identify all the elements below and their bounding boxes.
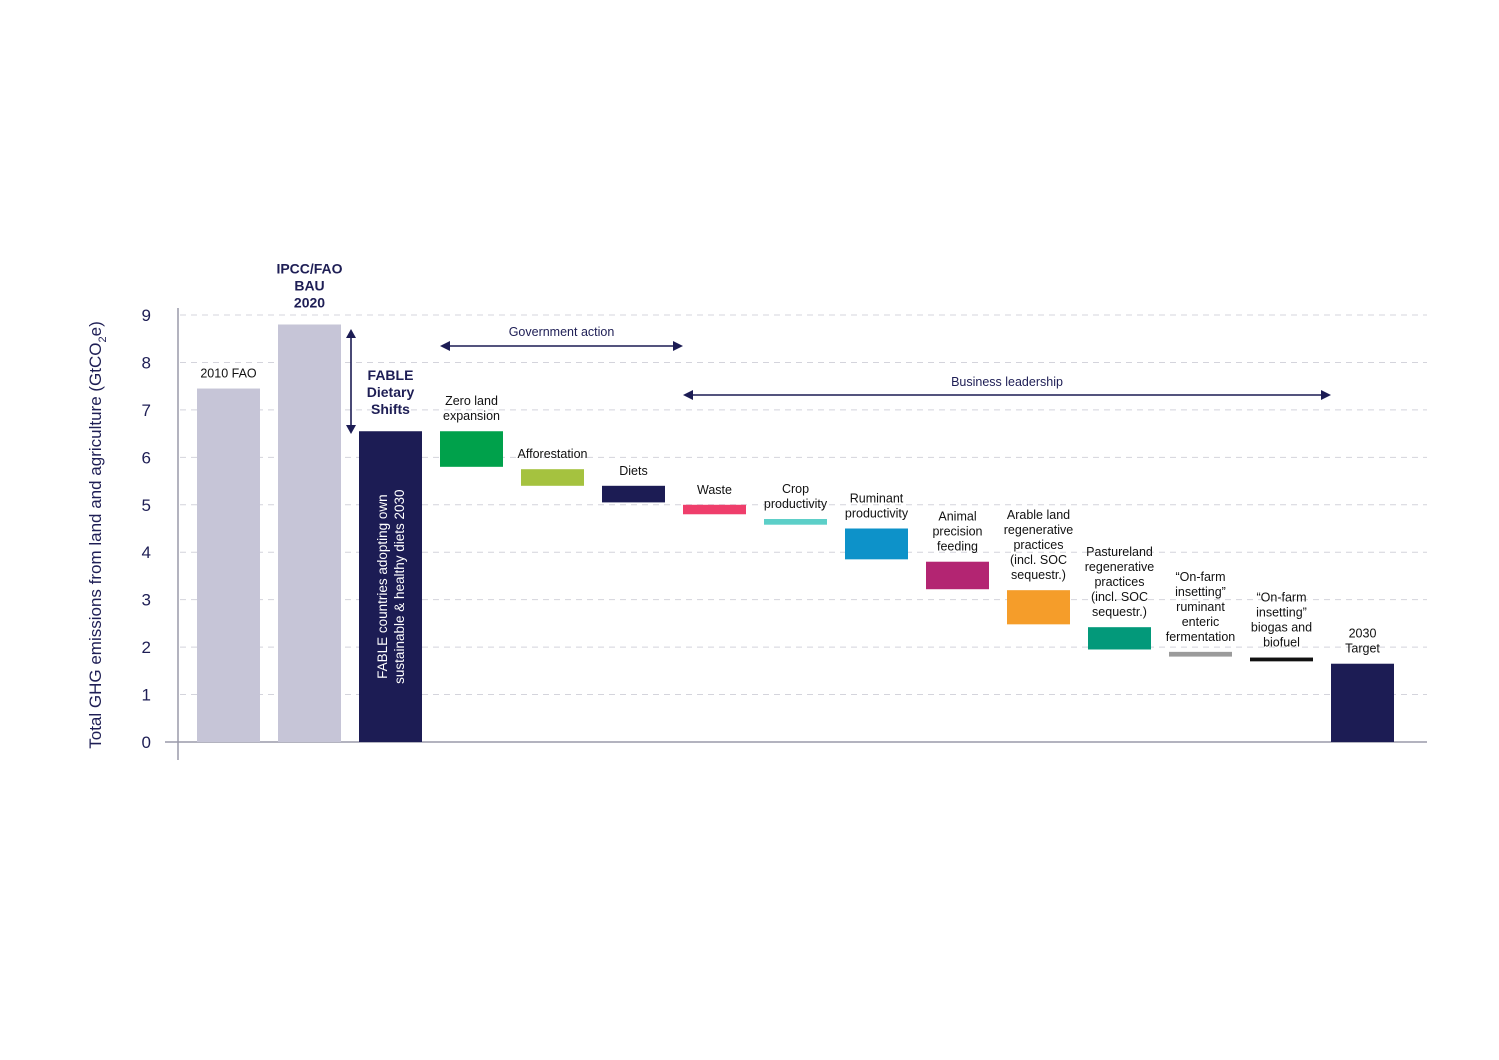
bar-label: 2030 [1349, 627, 1377, 641]
bar [197, 388, 260, 742]
bar-label: biofuel [1263, 636, 1300, 650]
y-tick-label: 6 [142, 448, 151, 467]
bar-label: Zero land [445, 394, 498, 408]
bars [197, 324, 1394, 742]
y-tick-label: 5 [142, 496, 151, 515]
y-tick-label: 0 [142, 733, 151, 752]
annotation-arrow-head-left [683, 390, 693, 400]
bar-label: regenerative [1085, 560, 1155, 574]
gridlines [180, 314, 1427, 696]
bar [1250, 657, 1313, 662]
bar-label: “On-farm [1176, 570, 1226, 584]
y-tick-label: 4 [142, 543, 151, 562]
annotation-label: Government action [509, 325, 615, 339]
y-tick-label: 7 [142, 401, 151, 420]
annotation-label: Business leadership [951, 375, 1063, 389]
y-tick-labels: 0 1 2 3 4 5 6 7 8 9 [142, 306, 151, 752]
bar-label: sequestr.) [1092, 605, 1147, 619]
bar-label: Dietary [367, 384, 415, 400]
bar-label: Animal [938, 510, 976, 524]
bar-label: expansion [443, 409, 500, 423]
bar-label: Ruminant [850, 492, 904, 506]
y-tick-label: 9 [142, 306, 151, 325]
bar-label: Crop [782, 482, 809, 496]
bar-label: insetting” [1175, 585, 1226, 599]
bar-label: IPCC/FAO [276, 260, 342, 276]
bar-label: FABLE [368, 367, 414, 383]
bar [278, 324, 341, 742]
y-tick-label: 2 [142, 638, 151, 657]
bar-inner-label: sustainable & healthy diets 2030 [392, 489, 407, 683]
bau-arrow-head-down [346, 425, 356, 434]
bar-label: productivity [845, 507, 909, 521]
y-tick-label: 1 [142, 686, 151, 705]
bar-label: 2010 FAO [200, 367, 257, 381]
bar [926, 561, 989, 590]
bar-label: Pastureland [1086, 545, 1153, 559]
bau-arrow-head-up [346, 329, 356, 338]
bar-label: practices [1013, 538, 1063, 552]
bar-label: insetting” [1256, 606, 1307, 620]
y-tick-label: 8 [142, 353, 151, 372]
bar-inner-label: FABLE countries adopting own [375, 494, 390, 679]
bar [845, 528, 908, 560]
bar-label: sequestr.) [1011, 568, 1066, 582]
bar [1088, 627, 1151, 650]
bar-label: 2020 [294, 294, 325, 310]
annotation-arrow-head-right [1321, 390, 1331, 400]
bar [1169, 651, 1232, 657]
bar [683, 504, 746, 515]
bar [521, 469, 584, 486]
bar [1331, 663, 1394, 742]
y-tick-label: 3 [142, 591, 151, 610]
bar-label: fermentation [1166, 630, 1236, 644]
bar-label: Afforestation [518, 447, 588, 461]
bar-label: Waste [697, 483, 732, 497]
bar-label: enteric [1182, 615, 1220, 629]
axes [165, 308, 1427, 760]
bar-label: BAU [294, 277, 324, 293]
bar-label: Diets [619, 464, 647, 478]
bar-label: Arable land [1007, 508, 1070, 522]
bar [602, 485, 665, 503]
bar-label: (incl. SOC [1010, 553, 1067, 567]
annotation-arrow-head-left [440, 341, 450, 351]
bar-label: Target [1345, 642, 1380, 656]
bar [440, 431, 503, 467]
bar-label: biogas and [1251, 621, 1312, 635]
bar-label: Shifts [371, 401, 410, 417]
bar-label: feeding [937, 540, 978, 554]
bar-label: (incl. SOC [1091, 590, 1148, 604]
bar-label: precision [932, 525, 982, 539]
bar [1007, 590, 1070, 625]
bar [764, 519, 827, 525]
bar-label: productivity [764, 497, 828, 511]
bar-label: ruminant [1176, 600, 1225, 614]
bar-label: practices [1094, 575, 1144, 589]
bar-label: “On-farm [1257, 591, 1307, 605]
annotation-arrow-head-right [673, 341, 683, 351]
y-axis-label: Total GHG emissions from land and agricu… [86, 321, 109, 749]
bar-label: regenerative [1004, 523, 1074, 537]
bar [359, 431, 422, 742]
bar-labels: 2010 FAO IPCC/FAOBAU2020FABLEDietaryShift… [200, 260, 1380, 683]
